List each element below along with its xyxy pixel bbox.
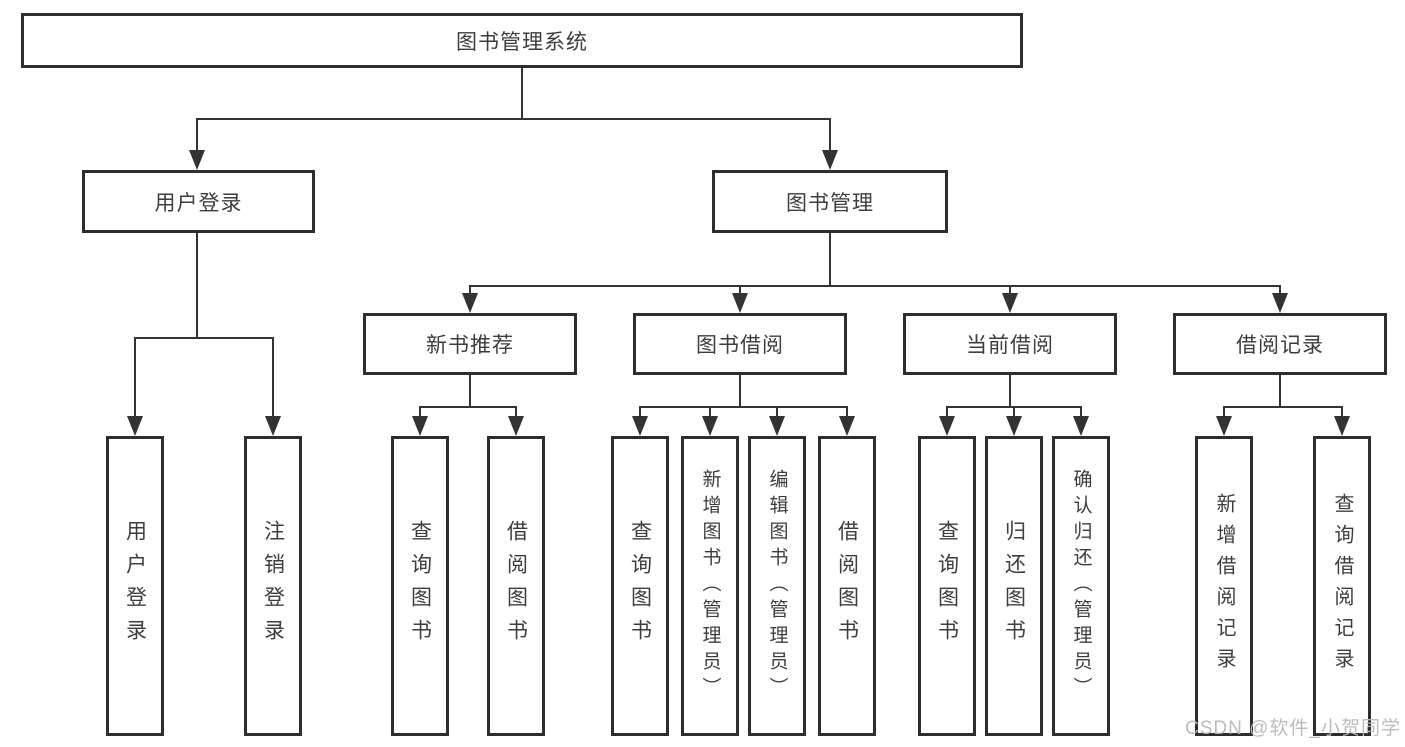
arrowhead-user-login [189,150,205,170]
arrowhead-leaf [632,416,648,436]
node-label: 借阅记录 [1236,334,1324,357]
node-root-library-management-system: 图书管理系统 [21,13,1023,68]
leaf-user-login: 用户登录 [106,436,164,736]
connector-book-management-stem [829,233,831,285]
arrowhead-book-management [822,150,838,170]
connector-to-leaf [776,406,778,418]
connector-borrow-records-stem [1279,375,1281,406]
leaf-logout: 注销登录 [244,436,302,736]
leaf-add-borrow-record: 新增借阅记录 [1195,436,1253,736]
arrowhead-leaf [939,416,955,436]
connector-to-leaf [419,406,421,418]
connector-to-leaf [1013,406,1015,418]
connector-to-borrow-records [1279,285,1281,294]
connector-to-book-management [829,118,831,152]
node-label: 当前借阅 [966,334,1054,357]
leaf-return-books: 归还图书 [985,436,1043,736]
connector-new-book-bus [419,406,517,408]
leaf-label: 编辑图书（管理员） [766,469,788,703]
connector-user-login-bus [134,337,274,339]
connector-to-leaf-logout [272,337,274,417]
leaf-query-borrow-record: 查询借阅记录 [1313,436,1371,736]
connector-borrow-records-bus [1223,406,1343,408]
connector-new-book-stem [469,375,471,406]
leaf-label: 新增图书（管理员） [699,469,721,703]
node-label: 图书管理系统 [456,30,588,54]
arrowhead-current-borrow [1002,293,1018,313]
node-label: 新书推荐 [426,334,514,357]
leaf-add-books-admin: 新增图书（管理员） [681,436,739,736]
connector-to-leaf [1341,406,1343,418]
leaf-label: 查询借阅记录 [1331,493,1353,679]
connector-to-leaf [639,406,641,418]
connector-to-user-login [196,118,198,152]
arrowhead-borrow-records [1272,293,1288,313]
connector-root-stem [521,68,523,118]
arrowhead-leaf-logout [265,416,281,436]
node-current-borrowing: 当前借阅 [903,313,1117,375]
connector-to-leaf [515,406,517,418]
connector-to-leaf [946,406,948,418]
csdn-watermark: CSDN @软件_小贺同学 [1185,718,1401,739]
node-label: 图书借阅 [696,334,784,357]
leaf-borrow-books-recommend: 借阅图书 [487,436,545,736]
leaf-borrow-books-borrowing: 借阅图书 [818,436,876,736]
leaf-label: 注销登录 [261,520,285,652]
leaf-label: 借阅图书 [835,520,859,652]
arrowhead-leaf [508,416,524,436]
connector-user-login-stem [196,233,198,337]
connector-to-leaf [1080,406,1082,418]
node-label: 图书管理 [786,191,874,215]
connector-to-new-book [469,285,471,294]
arrowhead-leaf [1073,416,1089,436]
connector-to-leaf-login [134,337,136,417]
leaf-label: 确认归还（管理员） [1070,469,1092,703]
leaf-label: 查询图书 [628,520,652,652]
connector-book-borrow-stem [739,375,741,406]
arrowhead-leaf [1334,416,1350,436]
node-book-management: 图书管理 [712,170,948,233]
leaf-label: 借阅图书 [504,520,528,652]
arrowhead-leaf [769,416,785,436]
connector-to-leaf [1223,406,1225,418]
leaf-label: 用户登录 [123,520,147,652]
arrowhead-book-borrow [732,293,748,313]
leaf-confirm-return-admin: 确认归还（管理员） [1052,436,1110,736]
arrowhead-leaf [412,416,428,436]
node-label: 用户登录 [154,191,243,215]
leaf-query-books-borrowing: 查询图书 [611,436,669,736]
leaf-label: 归还图书 [1002,520,1026,652]
leaf-label: 新增借阅记录 [1213,493,1235,679]
connector-to-leaf [709,406,711,418]
arrowhead-leaf-login [127,416,143,436]
node-user-login: 用户登录 [82,170,315,233]
leaf-query-books-recommend: 查询图书 [391,436,449,736]
connector-book-management-bus [469,285,1281,287]
arrowhead-leaf [1216,416,1232,436]
arrowhead-leaf [839,416,855,436]
connector-book-borrow-bus [639,406,848,408]
leaf-label: 查询图书 [935,520,959,652]
arrowhead-new-book [462,293,478,313]
arrowhead-leaf [1006,416,1022,436]
leaf-edit-books-admin: 编辑图书（管理员） [748,436,806,736]
node-book-borrowing: 图书借阅 [633,313,847,375]
leaf-label: 查询图书 [408,520,432,652]
connector-current-borrow-stem [1009,375,1011,406]
node-borrowing-records: 借阅记录 [1173,313,1387,375]
connector-to-book-borrow [739,285,741,294]
arrowhead-leaf [702,416,718,436]
node-new-book-recommend: 新书推荐 [363,313,577,375]
connector-root-bus [197,118,831,120]
connector-to-leaf [846,406,848,418]
connector-to-current-borrow [1009,285,1011,294]
leaf-query-books-current: 查询图书 [918,436,976,736]
